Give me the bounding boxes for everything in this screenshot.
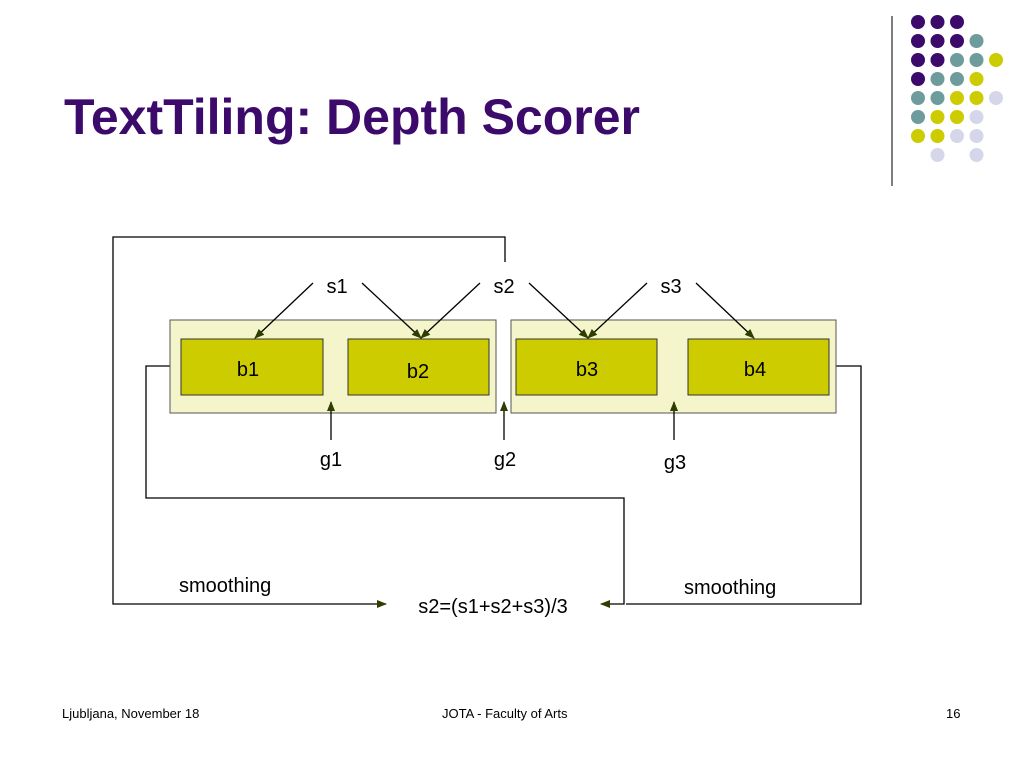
gap-label-g1: g1 xyxy=(320,449,342,471)
decorative-dot xyxy=(950,34,964,48)
gap-label-g3: g3 xyxy=(664,452,686,474)
score-label-s1: s1 xyxy=(326,276,347,298)
decorative-dot xyxy=(930,15,945,29)
block-b3 xyxy=(515,338,658,396)
gap-arrows xyxy=(327,401,678,440)
decorative-dot xyxy=(969,148,984,162)
block-label-b1: b1 xyxy=(237,359,259,381)
decorative-dot xyxy=(950,53,964,67)
decorative-dot xyxy=(969,129,984,143)
decorative-dot xyxy=(911,91,925,105)
block-label-b4: b4 xyxy=(744,359,766,381)
smoothing-label-left: smoothing xyxy=(179,575,271,597)
decorative-dot xyxy=(989,91,1003,105)
decorative-dot xyxy=(950,129,964,143)
block-b1 xyxy=(180,338,324,396)
arrow-s1-to-b1 xyxy=(254,282,314,339)
loop-right-connector xyxy=(626,365,862,605)
decorative-dot xyxy=(950,91,964,105)
decorative-dot-grid xyxy=(911,15,1003,162)
arrow-s1-to-b2 xyxy=(361,282,422,339)
decorative-dot xyxy=(969,53,984,67)
decorative-dot xyxy=(930,72,945,86)
footer-location-date: Ljubljana, November 18 xyxy=(62,706,200,721)
footer-organization: JOTA - Faculty of Arts xyxy=(442,706,568,721)
decorative-dot xyxy=(969,72,984,86)
decorative-dot xyxy=(911,129,925,143)
decorative-dot xyxy=(911,15,925,29)
decorative-dot xyxy=(930,129,945,143)
depth-scorer-diagram: b1 b2 b3 b4 s1 s2 s3 g1 g2 g3 smoothing … xyxy=(112,236,862,618)
decorative-dot xyxy=(930,53,945,67)
smoothing-formula: s2=(s1+s2+s3)/3 xyxy=(418,596,568,618)
feedback-loop-lines xyxy=(112,236,862,608)
loop-left-connector xyxy=(145,365,625,608)
score-label-s2: s2 xyxy=(493,276,514,298)
decorative-dot xyxy=(930,110,945,124)
slide-title: TextTiling: Depth Scorer xyxy=(64,89,641,145)
decorative-dot xyxy=(911,53,925,67)
block-b2 xyxy=(347,338,490,396)
block-b4 xyxy=(687,338,830,396)
decorative-dot xyxy=(950,72,964,86)
block-label-b2: b2 xyxy=(407,361,429,383)
decorative-dot xyxy=(969,34,984,48)
decorative-dot xyxy=(930,34,945,48)
decorative-dot xyxy=(911,110,925,124)
score-label-s3: s3 xyxy=(660,276,681,298)
arrow-s2-to-b3 xyxy=(528,282,589,339)
score-arrows xyxy=(254,282,755,339)
block-label-b3: b3 xyxy=(576,359,598,381)
loop-top-connector xyxy=(112,236,506,608)
page-number: 16 xyxy=(946,706,961,721)
decorative-dot xyxy=(911,72,925,86)
decorative-dot xyxy=(911,34,925,48)
decorative-dot xyxy=(930,91,945,105)
decorative-dot xyxy=(969,91,984,105)
arrow-s3-to-b4 xyxy=(695,282,755,339)
smoothing-label-right: smoothing xyxy=(684,577,776,599)
gap-label-g2: g2 xyxy=(494,449,516,471)
arrow-s3-to-b3 xyxy=(587,282,648,339)
decorative-dot xyxy=(950,110,964,124)
decorative-dot xyxy=(930,148,945,162)
decorative-dot xyxy=(969,110,984,124)
decorative-dot xyxy=(950,15,964,29)
arrow-s2-to-b2 xyxy=(420,282,481,339)
title-divider-line xyxy=(891,16,893,186)
decorative-dot xyxy=(989,53,1003,67)
